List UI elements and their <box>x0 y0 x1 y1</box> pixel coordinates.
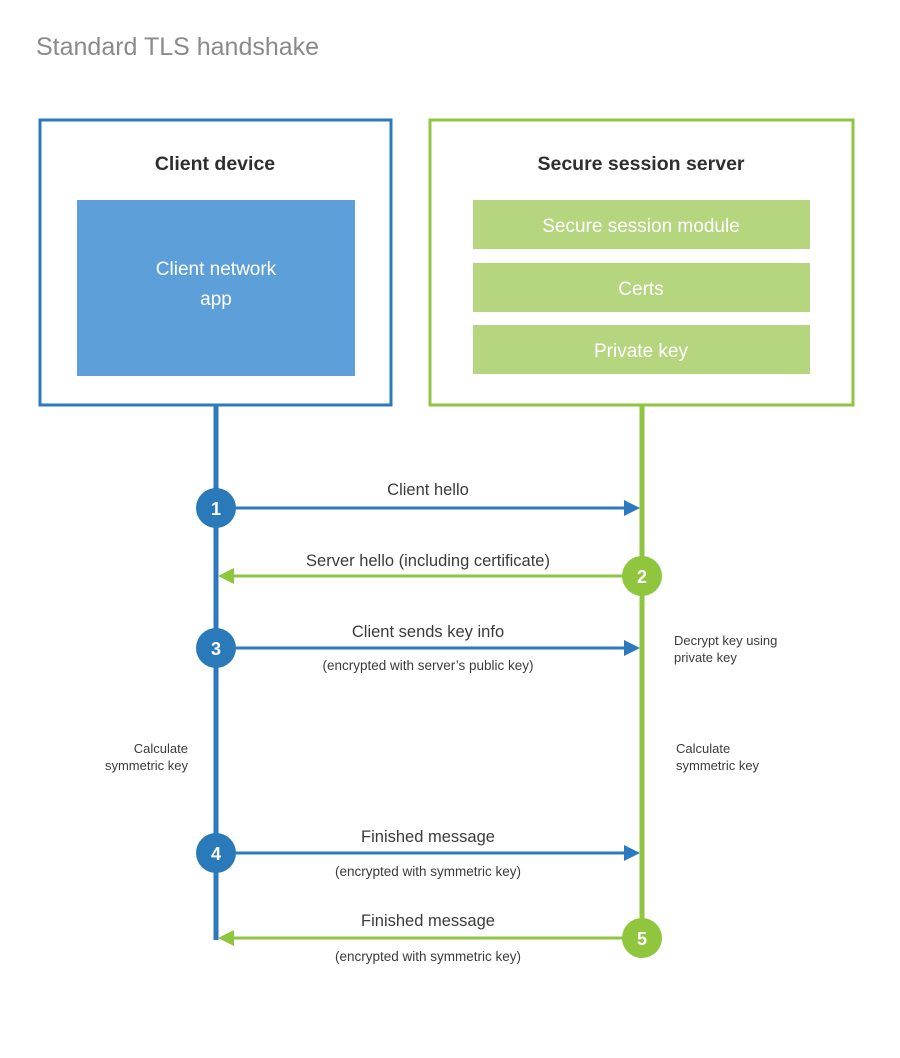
client-network-app-label-line2: app <box>200 289 232 310</box>
note-server-calc-line2: symmetric key <box>676 758 760 773</box>
message-3-arrowhead <box>624 640 640 656</box>
step-badge-1-number: 1 <box>211 499 221 519</box>
certs-label: Certs <box>618 279 663 300</box>
message-5-sublabel: (encrypted with symmetric key) <box>335 949 521 964</box>
step-badge-4-number: 4 <box>211 844 221 864</box>
message-4-label: Finished message <box>361 828 495 846</box>
step-badge-3-number: 3 <box>211 639 221 659</box>
step-badge-5-number: 5 <box>637 929 647 949</box>
message-2: Server hello (including certificate) 2 <box>218 552 662 596</box>
certs-panel[interactable]: Certs <box>473 263 810 312</box>
message-1-arrowhead <box>624 500 640 516</box>
client-device-title: Client device <box>155 153 275 175</box>
message-5-arrowhead <box>218 930 234 946</box>
message-3-sublabel: (encrypted with server’s public key) <box>322 658 533 673</box>
secure-session-server-box: Secure session server Secure session mod… <box>428 118 855 407</box>
secure-session-server-title: Secure session server <box>537 153 744 175</box>
step-badge-1[interactable] <box>196 488 236 528</box>
message-5: Finished message (encrypted with symmetr… <box>218 912 662 964</box>
note-client-calc-line2: symmetric key <box>105 758 189 773</box>
message-1-label: Client hello <box>387 481 469 499</box>
message-2-label: Server hello (including certificate) <box>306 552 550 570</box>
message-3-label: Client sends key info <box>352 623 504 641</box>
note-server-calculate-symmetric-key: Calculate symmetric key <box>676 741 760 773</box>
client-network-app-panel[interactable]: Client network app <box>77 200 355 376</box>
client-network-app-rect[interactable] <box>77 200 355 376</box>
note-client-calc-line1: Calculate <box>134 741 188 756</box>
message-4-sublabel: (encrypted with symmetric key) <box>335 864 521 879</box>
client-device-box: Client device Client network app <box>38 118 393 407</box>
step-badge-2[interactable] <box>622 556 662 596</box>
step-badge-4[interactable] <box>196 833 236 873</box>
message-3: Client sends key info (encrypted with se… <box>196 623 640 673</box>
note-decrypt-key-line2: private key <box>674 650 737 665</box>
certs-rect[interactable] <box>473 263 810 312</box>
note-decrypt-key-line1: Decrypt key using <box>674 633 777 648</box>
step-badge-3[interactable] <box>196 628 236 668</box>
step-badge-5[interactable] <box>622 918 662 958</box>
page-title: Standard TLS handshake <box>36 33 319 61</box>
message-4-arrowhead <box>624 845 640 861</box>
message-5-label: Finished message <box>361 912 495 930</box>
note-decrypt-key: Decrypt key using private key <box>674 633 777 665</box>
secure-session-module-label: Secure session module <box>542 216 740 237</box>
message-4: Finished message (encrypted with symmetr… <box>196 828 640 879</box>
note-server-calc-line1: Calculate <box>676 741 730 756</box>
step-badge-2-number: 2 <box>637 567 647 587</box>
private-key-label: Private key <box>594 341 688 362</box>
private-key-rect[interactable] <box>473 325 810 374</box>
client-network-app-label-line1: Client network <box>156 259 277 280</box>
note-client-calculate-symmetric-key: Calculate symmetric key <box>105 741 189 773</box>
secure-session-module-rect[interactable] <box>473 200 810 249</box>
message-1: Client hello 1 <box>196 481 640 528</box>
secure-session-module-panel[interactable]: Secure session module <box>473 200 810 249</box>
message-2-arrowhead <box>218 568 234 584</box>
private-key-panel[interactable]: Private key <box>473 325 810 374</box>
